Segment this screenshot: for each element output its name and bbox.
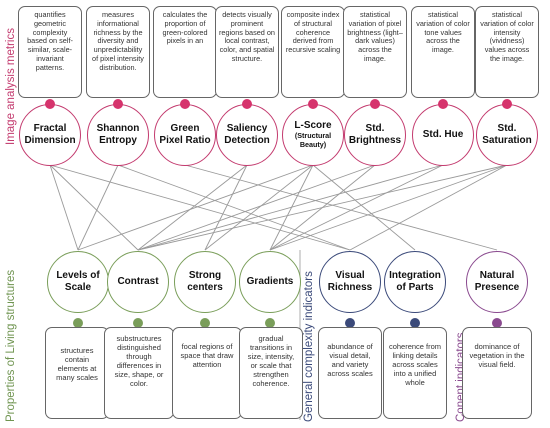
link-lscore-levels [77, 164, 314, 251]
link-saliency-contrast [137, 164, 248, 251]
metric-desc-green: calculates the proportion of green-color… [153, 6, 217, 98]
metric-name: Saliency Detection [224, 123, 270, 146]
metric-green-pixel-ratio: Green Pixel Ratio [154, 104, 216, 166]
metric-subtitle: (Structural Beauty) [294, 131, 332, 149]
metric-dot [242, 99, 252, 109]
general-desc-integration: coherence from linking details across sc… [383, 327, 447, 419]
indicator-name: Visual Richness [327, 270, 373, 293]
metric-desc-saturation: statistical variation of color intensity… [475, 6, 539, 98]
property-dot [265, 318, 275, 328]
property-name: Gradients [246, 276, 294, 287]
living-desc-strong-centers: focal regions of space that draw attenti… [172, 327, 242, 419]
indicator-name: Integration of Parts [389, 270, 441, 293]
property-dot [73, 318, 83, 328]
content-desc-natural: dominance of vegetation in the visual fi… [462, 327, 532, 419]
link-fractal-levels [49, 164, 79, 251]
metric-dot [438, 99, 448, 109]
property-dot [200, 318, 210, 328]
link-green-natural [184, 164, 498, 251]
link-fractal-visual [49, 164, 351, 251]
metric-dot [180, 99, 190, 109]
metric-std-hue: Std. Hue [412, 104, 474, 166]
metric-dot [308, 99, 318, 109]
metric-name: Shannon Entropy [96, 123, 140, 146]
link-shannon-levels [77, 164, 119, 251]
metric-dot [370, 99, 380, 109]
label-general-complexity: General complexity indicators [303, 271, 315, 422]
property-name: Contrast [117, 276, 159, 287]
general-desc-visual-richness: abundance of visual detail, and variety … [318, 327, 382, 419]
indicator-dot [345, 318, 355, 328]
living-desc-contrast: substructures distinguished through diff… [104, 327, 174, 419]
metric-l-score: L-Score (Structural Beauty) [282, 104, 344, 166]
property-name: Levels of Scale [56, 270, 100, 293]
metric-name: Std. Brightness [348, 123, 402, 146]
metric-dot [502, 99, 512, 109]
metric-desc-saliency: detects visually prominent regions based… [215, 6, 279, 98]
indicator-name: Natural Presence [474, 270, 520, 293]
link-shannon-visual [117, 164, 351, 251]
link-lscore-strong [204, 164, 314, 251]
metric-dot [45, 99, 55, 109]
indicator-dot [492, 318, 502, 328]
metric-shannon-entropy: Shannon Entropy [87, 104, 149, 166]
living-levels-of-scale: Levels of Scale [47, 251, 109, 313]
indicator-dot [410, 318, 420, 328]
general-visual-richness: Visual Richness [319, 251, 381, 313]
metric-name: Green Pixel Ratio [159, 123, 211, 146]
link-saturation-visual [349, 164, 508, 251]
metric-name: Std. Saturation [482, 123, 532, 146]
metric-std-saturation: Std. Saturation [476, 104, 538, 166]
metric-fractal-dimension: Fractal Dimension [19, 104, 81, 166]
living-contrast: Contrast [107, 251, 169, 313]
metric-desc-brightness: statistical variation of pixel brightnes… [343, 6, 407, 98]
metric-name: L-Score [294, 120, 332, 132]
living-desc-levels: structures contain elements at many scal… [45, 327, 109, 419]
link-hue-contrast [137, 164, 444, 251]
metric-saliency-detection: Saliency Detection [216, 104, 278, 166]
metric-name: Fractal Dimension [24, 123, 76, 146]
metric-std-brightness: Std. Brightness [344, 104, 406, 166]
property-dot [133, 318, 143, 328]
link-saliency-strong [204, 164, 248, 251]
metric-name: Std. Hue [422, 129, 464, 140]
living-gradients: Gradients [239, 251, 301, 313]
metric-desc-fractal: quantifies geometric complexity based on… [18, 6, 82, 98]
link-lscore-integration [312, 164, 416, 251]
metric-dot [113, 99, 123, 109]
content-natural-presence: Natural Presence [466, 251, 528, 313]
link-saturation-contrast [137, 164, 508, 251]
label-image-analysis: Image analysis metrics [5, 28, 17, 145]
property-name: Strong centers [187, 270, 223, 293]
living-strong-centers: Strong centers [174, 251, 236, 313]
link-fractal-contrast [49, 164, 139, 251]
living-desc-gradients: gradual transitions in size, intensity, … [239, 327, 303, 419]
metric-desc-lscore: composite index of structural coherence … [281, 6, 345, 98]
label-living-structures: Properties of Living structures [5, 269, 17, 422]
link-hue-gradients [269, 164, 444, 251]
general-integration-of-parts: Integration of Parts [384, 251, 446, 313]
link-brightness-contrast [137, 164, 376, 251]
metric-desc-hue: statistical variation of color tone valu… [411, 6, 475, 98]
link-saturation-gradients [269, 164, 508, 251]
metric-desc-shannon: measures informational richness by the d… [86, 6, 150, 98]
